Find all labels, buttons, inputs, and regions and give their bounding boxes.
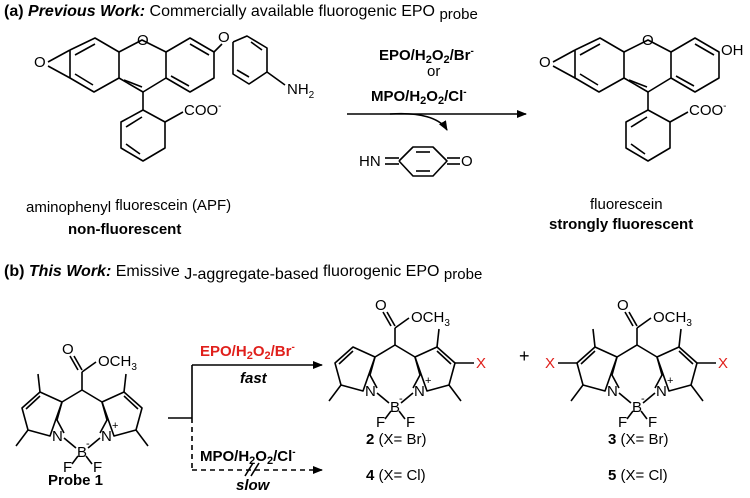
reagent-fast: EPO/H2O2/Br-: [200, 342, 295, 362]
reagent-slow: MPO/H2O2/Cl-: [200, 447, 296, 467]
probe-1-structure: [15, 355, 149, 465]
apf-name: aminophenyl fluorescein (APF): [26, 197, 232, 216]
atom-label: F: [93, 459, 102, 476]
atom-label: +: [667, 375, 673, 387]
reaction-arrows-b: [168, 361, 323, 477]
panel-b-heading: This Work:: [28, 263, 112, 280]
probe-label: Probe 1: [48, 472, 104, 489]
apf-structure: [47, 35, 286, 162]
atom-label: O: [137, 32, 149, 49]
atom-label: OCH3: [98, 353, 137, 373]
atom-label: COO-: [689, 101, 727, 119]
atom-label: O: [34, 54, 46, 71]
panel-a-header: (a) Previous Work: Commercially availabl…: [4, 3, 478, 23]
apf-property: non-fluorescent: [68, 221, 182, 238]
atom-label: N: [414, 383, 425, 400]
atom-label: N: [52, 428, 63, 445]
atom-label: -: [86, 438, 90, 450]
atom-label: O: [539, 54, 551, 71]
atom-label: O: [375, 297, 387, 314]
panel-a-tag: (a): [4, 3, 24, 20]
reagent-mpo: MPO/H2O2/Cl-: [371, 87, 467, 107]
fluorescein-property: strongly fluorescent: [549, 216, 694, 233]
atom-label: O: [617, 297, 629, 314]
panel-a-description-tail: probe: [439, 6, 478, 23]
atom-label: F: [618, 414, 627, 431]
atom-label: X: [476, 355, 486, 372]
compound-5-label: 5 (X= Cl): [608, 467, 668, 484]
atom-label: X: [545, 355, 555, 372]
atom-label: COO-: [184, 101, 222, 119]
atom-label: HN: [359, 153, 381, 170]
atom-label: OCH3: [653, 309, 692, 329]
atom-label: B: [77, 444, 87, 461]
reagent-epo: EPO/H2O2/Br-: [379, 46, 474, 66]
atom-label: O: [218, 29, 230, 46]
atom-label: OH: [721, 42, 744, 59]
atom-label: -: [641, 393, 645, 405]
atom-label: O: [62, 341, 74, 358]
panel-a-heading: Previous Work:: [28, 3, 146, 20]
fluorescein-name: fluorescein: [590, 196, 663, 213]
rate-slow: slow: [236, 477, 270, 494]
atom-label: NH2: [287, 81, 315, 101]
compound-3-label: 3 (X= Br): [608, 431, 669, 448]
rate-fast: fast: [240, 370, 267, 387]
atom-label: X: [718, 355, 728, 372]
compound-4-label: 4 (X= Cl): [366, 467, 426, 484]
atom-label: O: [461, 153, 473, 170]
atom-label: N: [656, 383, 667, 400]
atom-label: -: [399, 393, 403, 405]
panel-b-tag: (b): [4, 263, 25, 280]
atom-label: OCH3: [411, 309, 450, 329]
quinone-imine: [385, 146, 460, 177]
atom-label: N: [607, 383, 618, 400]
atom-label: F: [406, 414, 415, 431]
atom-label: +: [425, 375, 431, 387]
plus-sign: +: [519, 346, 530, 366]
fluorescein-structure: [552, 37, 720, 162]
panel-b-header: (b) This Work: Emissive J-aggregate-base…: [4, 263, 483, 283]
compound-2-structure: [328, 311, 474, 420]
atom-label: N: [101, 428, 112, 445]
panel-a-description: Commercially available fluorogenic EPO: [149, 3, 435, 20]
atom-label: B: [390, 399, 400, 416]
atom-label: F: [376, 414, 385, 431]
reagent-or: or: [427, 63, 441, 80]
atom-label: O: [642, 32, 654, 49]
atom-label: N: [365, 383, 376, 400]
byproduct-arrow: [389, 112, 448, 131]
atom-label: +: [112, 420, 118, 432]
compound-2-label: 2 (X= Br): [366, 431, 427, 448]
atom-label: F: [648, 414, 657, 431]
atom-label: F: [63, 459, 72, 476]
atom-label: B: [632, 399, 642, 416]
compound-3-structure: [558, 311, 716, 420]
